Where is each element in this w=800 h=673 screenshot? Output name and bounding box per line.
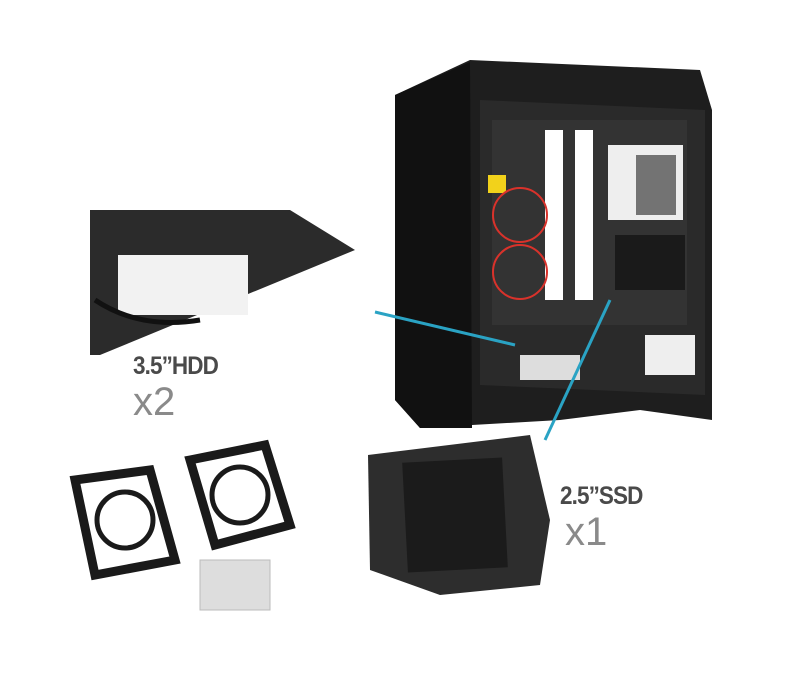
- pc-case: [395, 60, 712, 428]
- hdd-inset-photo: [90, 210, 355, 355]
- hdd-brackets-photo: [69, 439, 296, 611]
- ssd-quantity: x1: [565, 510, 608, 554]
- hdd-slot-highlight: [492, 187, 548, 243]
- hdd-pointer-line: [374, 310, 516, 347]
- hdd-label: 3.5”HDD: [133, 352, 219, 380]
- hdd-quantity: x2: [133, 380, 176, 424]
- ssd-pointer-line: [543, 299, 612, 441]
- hdd-slot-highlight: [492, 244, 548, 300]
- ssd-label: 2.5”SSD: [560, 482, 643, 510]
- ssd-bracket-photo: [368, 435, 550, 595]
